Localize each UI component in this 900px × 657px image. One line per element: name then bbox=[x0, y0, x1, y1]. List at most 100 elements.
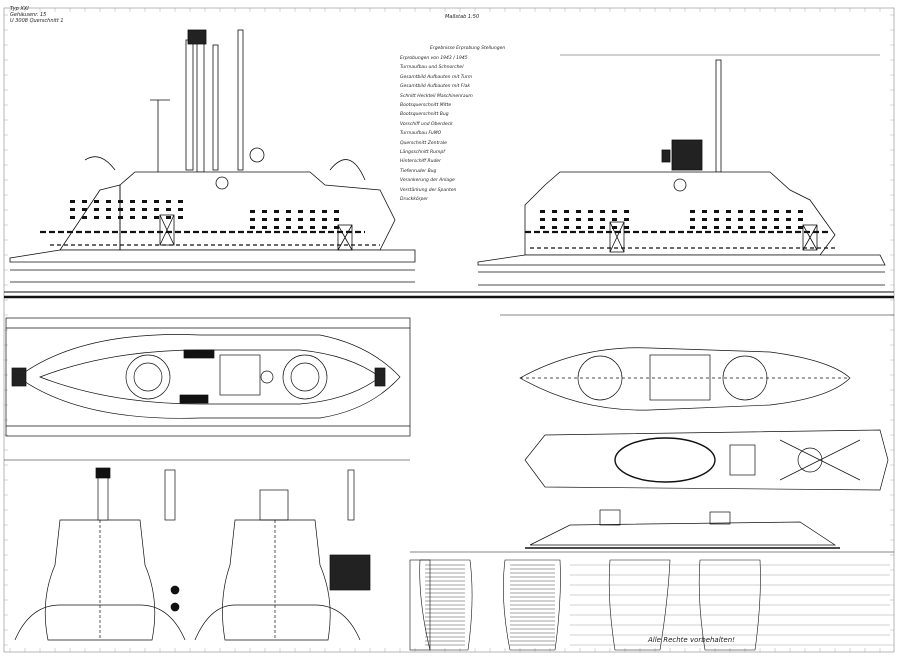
window-mark bbox=[738, 218, 743, 221]
window-mark bbox=[82, 200, 87, 203]
window-mark bbox=[798, 218, 803, 221]
window-mark bbox=[310, 210, 315, 213]
hull-lines-grid bbox=[570, 564, 890, 646]
window-mark bbox=[262, 226, 267, 229]
window-mark bbox=[298, 226, 303, 229]
side-elevation-left bbox=[9, 29, 416, 283]
window-mark bbox=[624, 218, 629, 221]
window-mark bbox=[762, 226, 767, 229]
window-mark bbox=[714, 226, 719, 229]
legend-item: Verstärkung der Spanten bbox=[400, 187, 457, 193]
window-mark bbox=[82, 208, 87, 211]
window-mark bbox=[82, 216, 87, 219]
legend-item: Bootsquerschnitt Bug bbox=[400, 112, 449, 118]
legend-item: Verankerung der Anlage bbox=[400, 178, 455, 184]
window-mark bbox=[274, 226, 279, 229]
window-mark bbox=[702, 218, 707, 221]
window-mark bbox=[106, 208, 111, 211]
window-mark bbox=[334, 210, 339, 213]
window-mark bbox=[798, 210, 803, 213]
window-mark bbox=[250, 218, 255, 221]
window-mark bbox=[322, 210, 327, 213]
window-mark bbox=[786, 218, 791, 221]
window-mark bbox=[762, 210, 767, 213]
legend-item: Erprobungen von 1943 / 1945 bbox=[400, 56, 468, 61]
footer-note: Alle Rechte vorbehalten! bbox=[648, 636, 735, 644]
window-mark bbox=[106, 216, 111, 219]
window-mark bbox=[702, 226, 707, 229]
window-mark bbox=[178, 200, 183, 203]
window-mark bbox=[154, 200, 159, 203]
window-mark bbox=[130, 200, 135, 203]
periscope-detail bbox=[164, 469, 371, 612]
window-mark bbox=[70, 216, 75, 219]
window-mark bbox=[334, 226, 339, 229]
window-mark bbox=[322, 226, 327, 229]
window-mark bbox=[774, 218, 779, 221]
legend-item: Gesamtbild Aufbauten mit Turm bbox=[400, 74, 473, 80]
keel-ruler bbox=[4, 291, 894, 299]
window-mark bbox=[564, 218, 569, 221]
window-mark bbox=[750, 210, 755, 213]
window-mark bbox=[298, 218, 303, 221]
title-block: Typ XXI Gehäusenr. 15 U 3008 Querschnitt… bbox=[10, 6, 64, 24]
window-mark bbox=[576, 218, 581, 221]
window-mark bbox=[762, 218, 767, 221]
window-mark bbox=[738, 210, 743, 213]
window-mark bbox=[798, 226, 803, 229]
window-mark bbox=[774, 226, 779, 229]
window-mark bbox=[166, 216, 171, 219]
window-mark bbox=[142, 208, 147, 211]
window-mark bbox=[564, 210, 569, 213]
window-mark bbox=[154, 216, 159, 219]
window-mark bbox=[286, 226, 291, 229]
window-mark bbox=[612, 210, 617, 213]
frame-number-ruler bbox=[4, 314, 894, 461]
window-mark bbox=[286, 210, 291, 213]
legend-item: Turmaufbau und Schnorchel bbox=[400, 65, 464, 71]
window-mark bbox=[750, 226, 755, 229]
window-mark bbox=[552, 218, 557, 221]
window-mark bbox=[576, 226, 581, 229]
window-mark bbox=[714, 218, 719, 221]
window-mark bbox=[552, 226, 557, 229]
scale-label: Maßstab 1:50 bbox=[445, 14, 480, 20]
window-mark bbox=[588, 210, 593, 213]
window-mark bbox=[70, 200, 75, 203]
legend-item: Längsschnitt Rumpf bbox=[400, 150, 445, 156]
window-mark bbox=[624, 226, 629, 229]
legend-item: Turmaufbau FuMO bbox=[400, 131, 442, 137]
window-mark bbox=[166, 208, 171, 211]
window-mark bbox=[774, 210, 779, 213]
deck-plan-right-lower bbox=[524, 429, 889, 491]
window-mark bbox=[262, 210, 267, 213]
window-mark bbox=[262, 218, 267, 221]
hull-windows-right bbox=[540, 210, 803, 229]
window-mark bbox=[250, 226, 255, 229]
legend-item: Bootsquerschnitt Mitte bbox=[400, 103, 452, 109]
deck-plan-left bbox=[5, 317, 411, 437]
window-mark bbox=[250, 210, 255, 213]
window-mark bbox=[786, 210, 791, 213]
window-mark bbox=[334, 218, 339, 221]
legend-item: Tiefenruder Bug bbox=[400, 168, 437, 174]
window-mark bbox=[322, 218, 327, 221]
window-mark bbox=[714, 210, 719, 213]
title-block-line3: U 3008 Querschnitt 1 bbox=[10, 18, 64, 24]
legend-heading: Ergebnisse Erprobung Stellungen bbox=[430, 46, 506, 51]
window-mark bbox=[94, 208, 99, 211]
window-mark bbox=[142, 216, 147, 219]
window-mark bbox=[738, 226, 743, 229]
window-mark bbox=[690, 210, 695, 213]
side-elevation-small bbox=[525, 509, 840, 549]
hull-windows-left bbox=[70, 200, 339, 229]
window-mark bbox=[274, 210, 279, 213]
legend-item: Vorschiff und Oberdeck bbox=[400, 121, 453, 127]
title-block-type: Typ XXI bbox=[10, 6, 29, 12]
window-mark bbox=[600, 210, 605, 213]
legend-item: Querschnitt Zentrale bbox=[400, 140, 447, 146]
window-mark bbox=[576, 210, 581, 213]
window-mark bbox=[274, 218, 279, 221]
